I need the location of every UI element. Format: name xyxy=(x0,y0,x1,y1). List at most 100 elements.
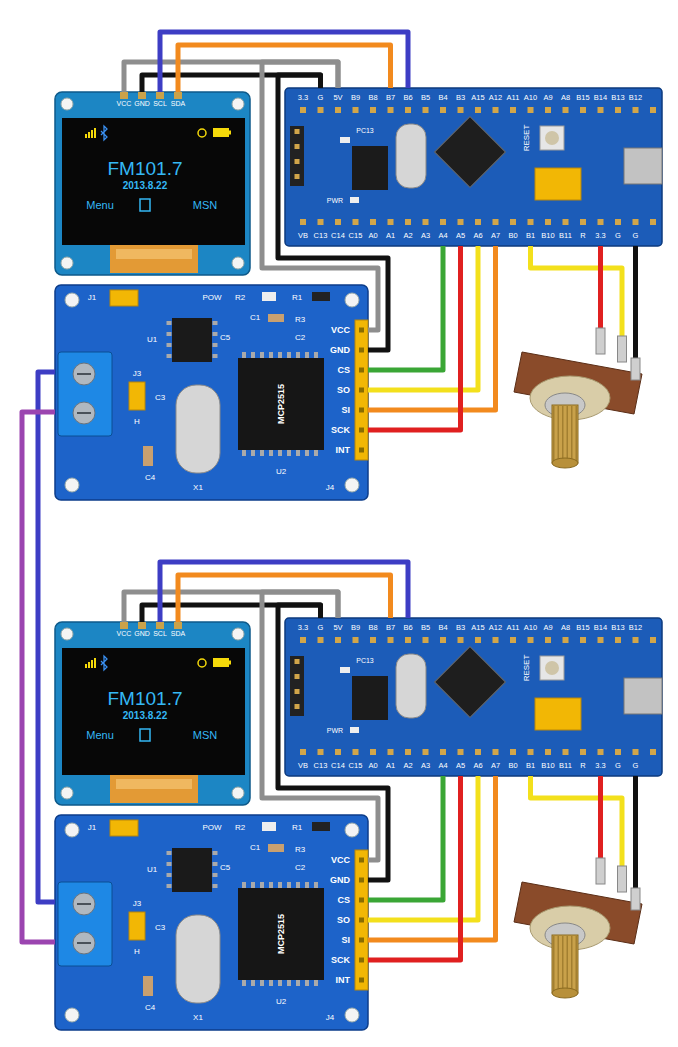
wire xyxy=(368,246,496,410)
oled-module: VCCGNDSCLSDAFM101.72013.8.22MenuMSN xyxy=(55,622,250,805)
pin-label: C13 xyxy=(314,762,328,770)
silkscreen-label: R2 xyxy=(235,294,245,302)
stm32-pcb-part xyxy=(435,117,506,188)
silkscreen-label: GND xyxy=(330,346,350,355)
pin-label: A5 xyxy=(456,762,465,770)
potentiometer-part xyxy=(553,406,577,462)
wire xyxy=(178,575,391,622)
pin-label: B10 xyxy=(541,232,554,240)
oled-screen: FM101.72013.8.22MenuMSN xyxy=(62,118,245,245)
stm32-pcb-part xyxy=(350,197,359,203)
stm32-pcb-part xyxy=(285,88,662,246)
wire xyxy=(368,776,443,900)
wire xyxy=(178,45,391,92)
pin-label: B4 xyxy=(438,94,447,102)
pin-label: B9 xyxy=(351,94,360,102)
pin-label: RESET xyxy=(523,125,531,152)
can-module: J1POWR2R1C1C5U1R3C2J3C3HMCP2515C4X1U2J4V… xyxy=(55,285,368,500)
pin-label: B0 xyxy=(508,762,517,770)
silkscreen-label: C2 xyxy=(295,864,305,872)
pin-label: PC13 xyxy=(356,127,374,134)
pin-label: A3 xyxy=(421,232,430,240)
silkscreen-label: J1 xyxy=(88,824,96,832)
wire xyxy=(278,75,388,350)
can-pcb-part xyxy=(172,318,212,362)
pin-label: VB xyxy=(298,232,308,240)
pin-label: B12 xyxy=(629,624,642,632)
pin-label: A15 xyxy=(471,94,484,102)
silkscreen-label: R3 xyxy=(295,846,305,854)
pin-label: B8 xyxy=(368,624,377,632)
wire xyxy=(368,246,443,370)
oled-board-part xyxy=(61,257,73,269)
pin-label: B15 xyxy=(576,624,589,632)
pin-label: 5V xyxy=(333,94,342,102)
pin-label: SDA xyxy=(171,100,185,107)
stm32-pcb-part xyxy=(300,219,660,225)
pin-label: B3 xyxy=(456,624,465,632)
circuit-half-copy xyxy=(55,618,662,1030)
stm32-pcb-part xyxy=(396,124,426,188)
can-pcb-part xyxy=(65,478,79,492)
can-pcb-part xyxy=(312,292,330,301)
circuit-half xyxy=(55,88,662,500)
pin-label: B9 xyxy=(351,624,360,632)
potentiometer-wires-part xyxy=(531,246,623,340)
silkscreen-label: C1 xyxy=(250,844,260,852)
pin-label: PWR xyxy=(327,197,343,204)
wire xyxy=(368,776,496,940)
silkscreen-label: C3 xyxy=(155,394,165,402)
potentiometer-wires xyxy=(531,246,636,362)
can-pcb-part xyxy=(58,352,112,436)
pin-label: B15 xyxy=(576,94,589,102)
pin-label: RESET xyxy=(523,655,531,682)
pin-label: A9 xyxy=(543,94,552,102)
pin-label: A15 xyxy=(471,624,484,632)
potentiometer-wires-part xyxy=(633,246,638,362)
silkscreen-label: J1 xyxy=(88,294,96,302)
pin-label: B7 xyxy=(386,624,395,632)
pin-label: B6 xyxy=(403,624,412,632)
silkscreen-label: C5 xyxy=(220,864,230,872)
pin-label: G xyxy=(615,232,621,240)
can-pcb-part xyxy=(345,478,359,492)
can-pcb xyxy=(55,285,368,500)
silkscreen-label: SCK xyxy=(331,426,350,435)
can-pcb-part xyxy=(77,374,91,413)
pin-label: B5 xyxy=(421,624,430,632)
can-pcb-part xyxy=(355,320,368,460)
potentiometer xyxy=(514,328,642,468)
potentiometer-wires-part xyxy=(598,246,603,332)
pin-label: A10 xyxy=(524,94,537,102)
can-pcb-part xyxy=(110,290,138,306)
pin-label: A4 xyxy=(438,232,447,240)
pin-label: 3.3 xyxy=(595,232,605,240)
pin-label: A1 xyxy=(386,232,395,240)
can-module: J1POWR2R1C1C5U1R3C2J3C3HMCP2515C4X1U2J4V… xyxy=(55,815,368,1030)
screen-text: MSN xyxy=(193,200,217,211)
stm32-pcb-part xyxy=(624,148,662,184)
oled-module: VCCGNDSCLSDAFM101.72013.8.22MenuMSN xyxy=(55,92,250,275)
silkscreen-label: U2 xyxy=(276,468,286,476)
pin-label: B14 xyxy=(594,624,607,632)
silkscreen-label: SO xyxy=(337,386,350,395)
pin-label: B7 xyxy=(386,94,395,102)
pin-label: 3.3 xyxy=(298,94,308,102)
pin-label: R xyxy=(580,762,585,770)
pin-label: A0 xyxy=(368,762,377,770)
stm32-pcb-part xyxy=(545,131,559,145)
pin-label: G xyxy=(318,94,324,102)
pin-label: VCC xyxy=(117,630,132,637)
wire xyxy=(368,246,461,430)
silkscreen-label: SCK xyxy=(331,956,350,965)
silkscreen-label: C5 xyxy=(220,334,230,342)
can-pcb-part xyxy=(65,293,79,307)
silkscreen-label: INT xyxy=(336,976,351,985)
pin-label: A6 xyxy=(473,232,482,240)
wire xyxy=(278,605,388,880)
pin-label: SCL xyxy=(153,100,167,107)
potentiometer-part xyxy=(552,405,578,463)
pin-label: G xyxy=(633,232,639,240)
pin-label: B11 xyxy=(559,762,572,770)
